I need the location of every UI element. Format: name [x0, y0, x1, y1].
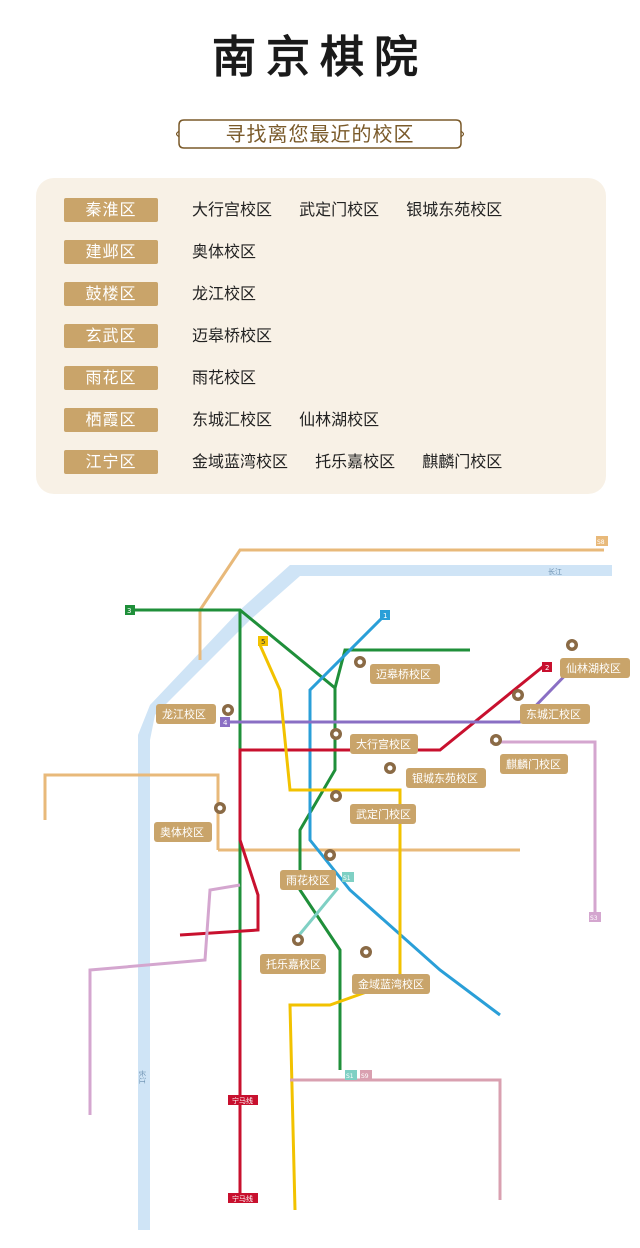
- campus-label: 金域蓝湾校区: [358, 977, 424, 991]
- campus-name[interactable]: 银城东苑校区: [406, 200, 503, 219]
- district-tag: 玄武区: [64, 324, 158, 348]
- campus-label: 奥体校区: [160, 825, 204, 839]
- campus-marker-aoti: 奥体校区: [154, 802, 226, 842]
- line-badge: S1: [346, 1073, 354, 1080]
- campus-name[interactable]: 奥体校区: [192, 242, 257, 261]
- metro-line-2: [179, 663, 546, 937]
- campus-list: 东城汇校区 仙林湖校区: [192, 408, 401, 432]
- line-badge: 3: [127, 607, 131, 615]
- campus-marker-tuolejia: 托乐嘉校区: [260, 934, 326, 974]
- line-badge: 4: [223, 719, 228, 727]
- district-tag: 雨花区: [64, 366, 158, 390]
- district-tag: 江宁区: [64, 450, 158, 474]
- metro-line-10: [43, 773, 220, 850]
- campus-label: 东城汇校区: [526, 707, 581, 721]
- campus-label: 迈皋桥校区: [376, 667, 431, 681]
- campus-marker-yuhua: 雨花校区: [280, 849, 336, 890]
- campus-name[interactable]: 仙林湖校区: [299, 410, 380, 429]
- metro-line-s9: [290, 1078, 502, 1200]
- metro-map: 长江 长江 3 1 2 4 5 S1 S8 S1: [0, 510, 640, 1244]
- campus-label: 雨花校区: [286, 873, 330, 887]
- metro-map-svg: 长江 长江 3 1 2 4 5 S1 S8 S1: [43, 536, 630, 1230]
- campus-name[interactable]: 雨花校区: [192, 368, 257, 387]
- campus-label: 托乐嘉校区: [266, 957, 321, 971]
- metro-line-4: [225, 658, 582, 724]
- line-badge: S1: [343, 875, 351, 882]
- metro-line-s8: [198, 548, 604, 611]
- metro-line-5: [258, 644, 402, 1211]
- metro-line-3: [130, 608, 342, 1070]
- banner-frame: [176, 119, 464, 149]
- line-badge: S9: [361, 1073, 369, 1080]
- campus-label: 龙江校区: [162, 707, 206, 721]
- metro-line-4-east: [490, 740, 597, 920]
- river-label: 长江: [548, 567, 562, 576]
- metro-line-s3: [88, 883, 241, 1115]
- district-tag: 鼓楼区: [64, 282, 158, 306]
- campus-list: 雨花校区: [192, 366, 278, 390]
- line-badge: S8: [597, 539, 605, 546]
- campus-label: 武定门校区: [356, 807, 411, 821]
- metro-line-s1: [293, 887, 340, 941]
- subtitle-text: 寻找离您最近的校区: [225, 122, 415, 146]
- line-badge: 5: [261, 638, 265, 646]
- campus-name[interactable]: 金域蓝湾校区: [192, 452, 289, 471]
- campus-label: 银城东苑校区: [412, 771, 478, 785]
- line-badge: 宁马线: [232, 1096, 253, 1105]
- campus-label: 仙林湖校区: [566, 661, 621, 675]
- campus-name[interactable]: 迈皋桥校区: [192, 326, 273, 345]
- line-badge: 2: [545, 664, 549, 672]
- campus-marker-yinchengdongyuan: 银城东苑校区: [384, 762, 486, 788]
- district-tag: 秦淮区: [64, 198, 158, 222]
- line-badge: S3: [590, 915, 598, 922]
- campus-marker-qilinmen: 麒麟门校区: [490, 734, 568, 774]
- campus-marker-wudingmen: 武定门校区: [330, 790, 416, 824]
- nanjing-qiyuan-logo: 南京棋院: [212, 32, 428, 83]
- campus-name[interactable]: 大行宫校区: [192, 200, 273, 219]
- campus-name[interactable]: 麒麟门校区: [422, 452, 503, 471]
- district-tag: 栖霞区: [64, 408, 158, 432]
- line-badges: 3 1 2 4 5 S1 S8 S1 S9 宁马线 宁马线 S3: [125, 536, 608, 1203]
- campus-label: 麒麟门校区: [506, 757, 561, 771]
- campus-name[interactable]: 龙江校区: [192, 284, 257, 303]
- campus-list: 金域蓝湾校区 托乐嘉校区 麒麟门校区: [192, 450, 524, 474]
- line-badge: 1: [383, 612, 387, 620]
- river-label-south: 长江: [138, 1070, 147, 1084]
- campus-name[interactable]: 托乐嘉校区: [315, 452, 396, 471]
- campus-markers: 迈皋桥校区 仙林湖校区 东城汇校区 龙江校区 大行宫校区 银城东苑校区: [154, 639, 630, 994]
- line-badge: 宁马线: [232, 1194, 253, 1203]
- campus-marker-maigaoqiao: 迈皋桥校区: [354, 656, 440, 684]
- campus-list: 奥体校区: [192, 240, 278, 264]
- campus-marker-longjiang: 龙江校区: [156, 704, 234, 724]
- campus-marker-jinyulanwan: 金域蓝湾校区: [352, 946, 430, 994]
- metro-line-3-north: [333, 648, 470, 689]
- district-list-panel: 秦淮区 大行宫校区 武定门校区 银城东苑校区 建邺区 奥体校区 鼓楼区 龙江校区…: [36, 178, 606, 494]
- campus-list: 迈皋桥校区: [192, 324, 294, 348]
- campus-list: 大行宫校区 武定门校区 银城东苑校区: [192, 198, 524, 222]
- campus-list: 龙江校区: [192, 282, 278, 306]
- subtitle-banner: 寻找离您最近的校区: [176, 117, 464, 151]
- campus-marker-dongchenghui: 东城汇校区: [512, 689, 590, 724]
- campus-name[interactable]: 东城汇校区: [192, 410, 273, 429]
- metro-line-1: [308, 613, 501, 1017]
- campus-name[interactable]: 武定门校区: [299, 200, 380, 219]
- campus-marker-daxinggong: 大行宫校区: [330, 728, 418, 754]
- campus-marker-xianlinhu: 仙林湖校区: [560, 639, 630, 678]
- campus-label: 大行宫校区: [356, 737, 411, 751]
- district-tag: 建邺区: [64, 240, 158, 264]
